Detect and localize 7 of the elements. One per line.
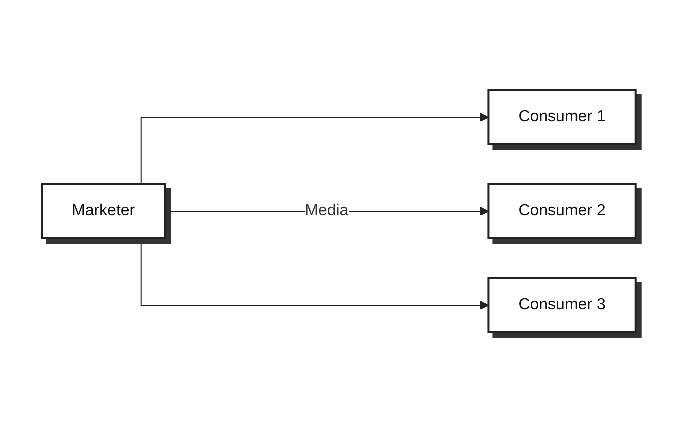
node-box: Consumer 1 <box>488 90 637 146</box>
arrow <box>140 113 490 185</box>
node-box: Consumer 2 <box>488 184 637 240</box>
node-box: Marketer <box>41 184 166 240</box>
node-box: Consumer 3 <box>488 278 637 334</box>
edge-label: Media <box>305 202 349 220</box>
arrow <box>140 238 490 310</box>
